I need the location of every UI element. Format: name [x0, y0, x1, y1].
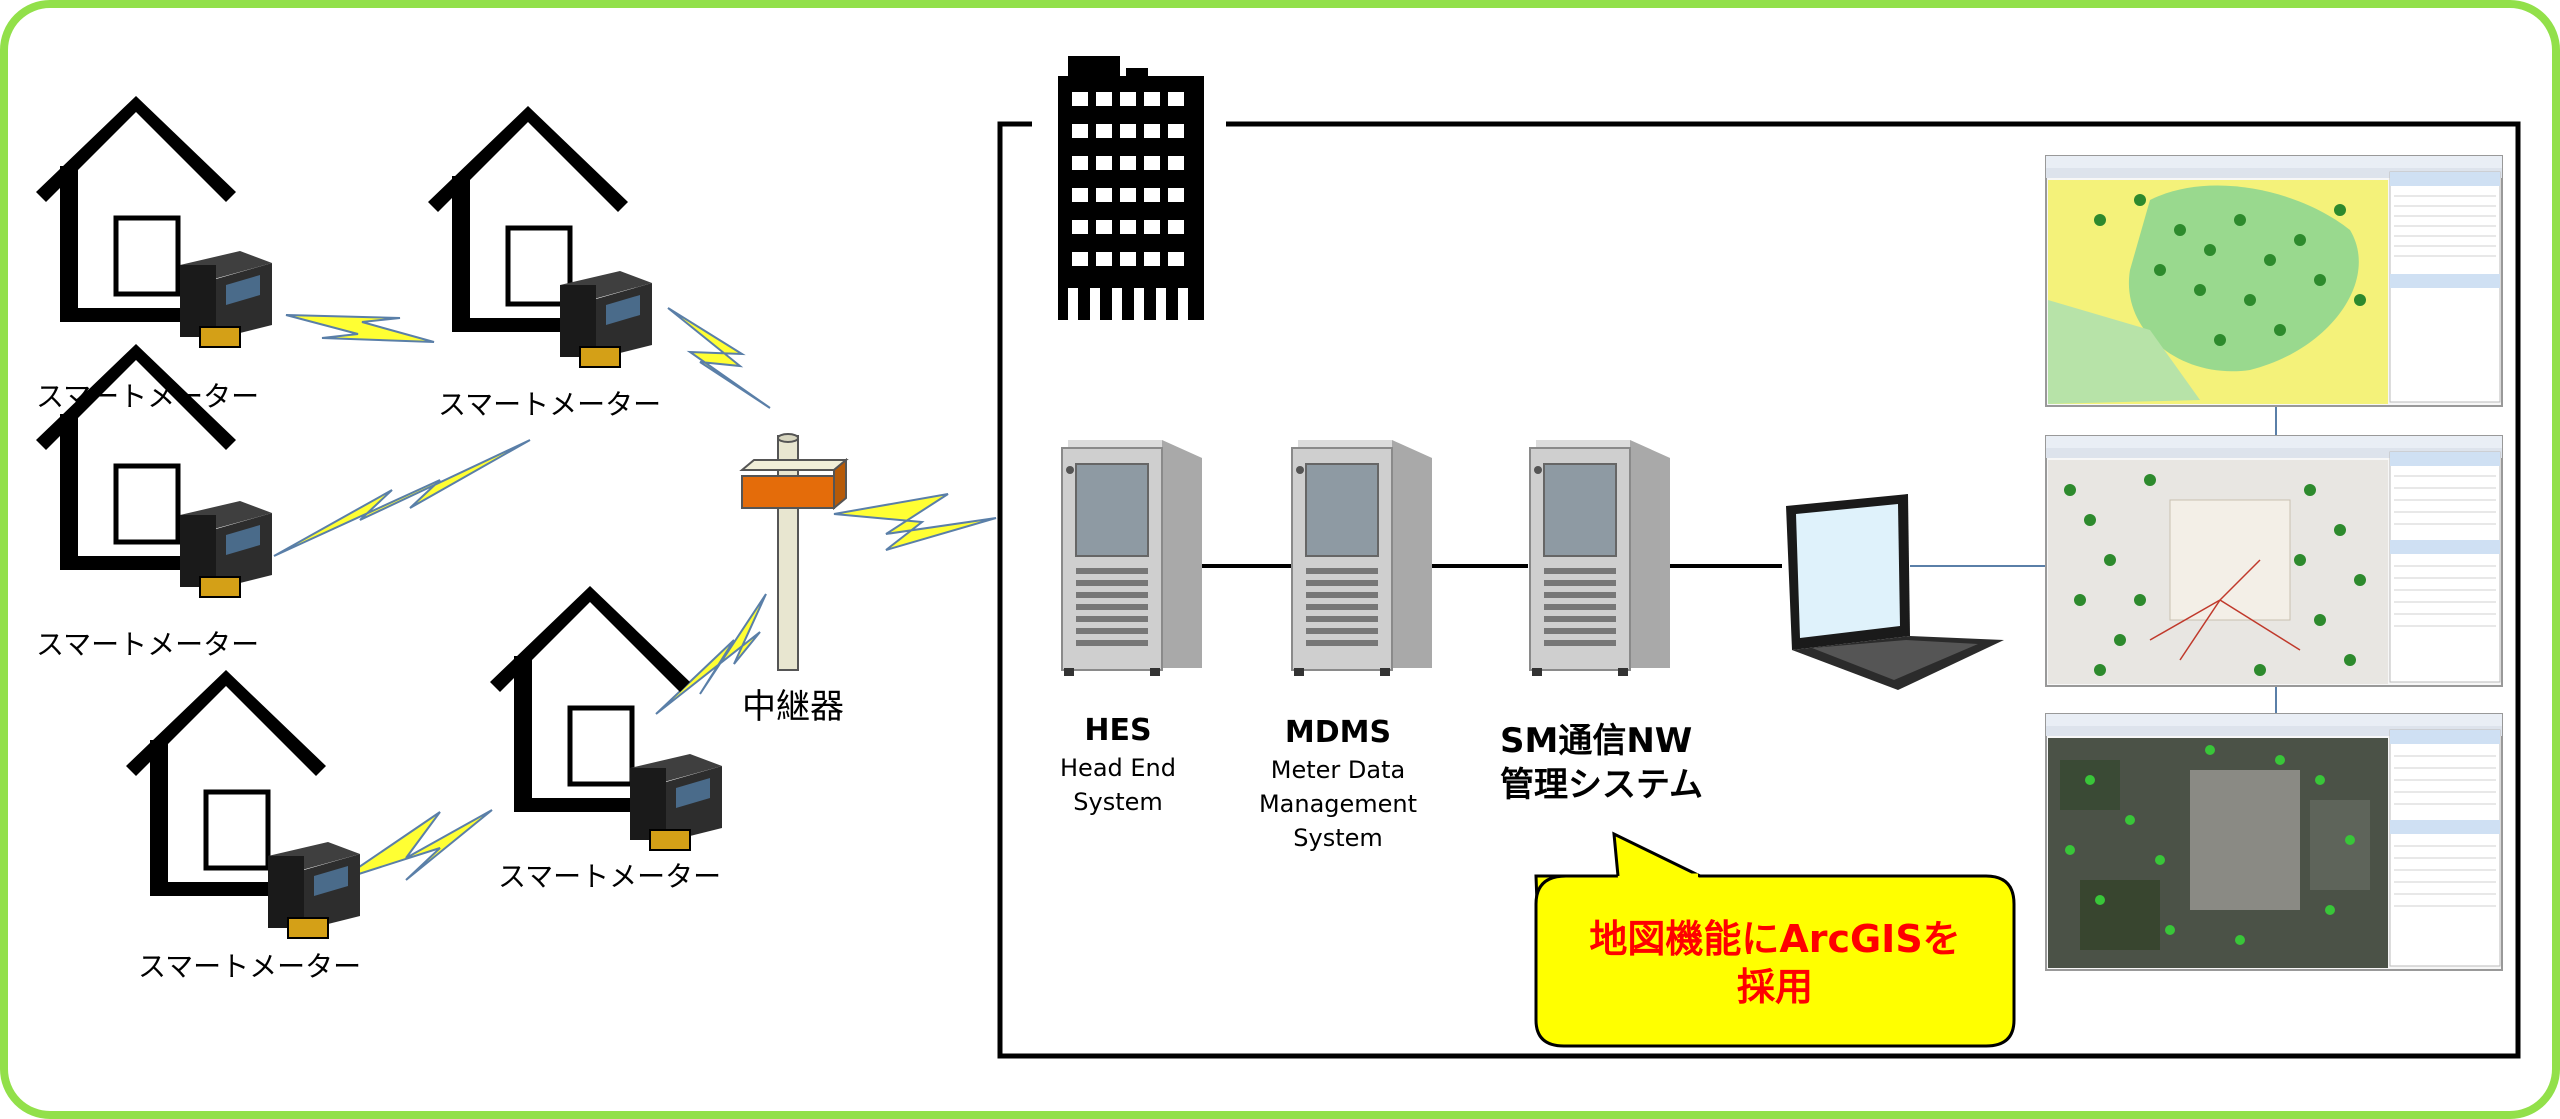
- laptop: [1786, 494, 2004, 690]
- hes-server: [1061, 439, 1203, 677]
- callout-pointer: [1612, 831, 1701, 878]
- mdms-desc-line: System: [1293, 824, 1383, 852]
- repeater-box: [741, 475, 835, 509]
- callout-text: 採用: [1737, 965, 1813, 1009]
- meter-label: スマートメーター: [438, 388, 661, 421]
- meter-label: スマートメーター: [138, 950, 361, 983]
- mdms-title: MDMS: [1285, 715, 1391, 750]
- lightning-bolt: [285, 314, 435, 343]
- office-building: [1058, 56, 1204, 320]
- mdms-server: [1291, 439, 1433, 677]
- meter-label: スマートメーター: [36, 380, 259, 413]
- callout-text: 地図機能にArcGISを: [1589, 917, 1960, 961]
- repeater-label: 中継器: [742, 687, 844, 727]
- sm-network-title: SM通信NW: [1500, 721, 1692, 761]
- datacenter-boundary: [997, 121, 2521, 1059]
- repeater-pole: [739, 433, 849, 671]
- map-screenshot-2: [2045, 435, 2503, 687]
- sm-network-title: 管理システム: [1500, 765, 1703, 805]
- lightning-bolt: [655, 593, 767, 715]
- meter-label: スマートメーター: [36, 628, 259, 661]
- mdms-desc-line: Meter Data: [1271, 756, 1405, 784]
- lightning-bolt: [833, 493, 997, 551]
- lightning-bolt: [339, 809, 493, 881]
- wireless-links: [273, 307, 997, 881]
- callout-box: [1534, 874, 2016, 1048]
- lightning-bolt: [667, 307, 771, 409]
- map-screenshot-3: [2045, 713, 2503, 971]
- lightning-bolt: [273, 439, 531, 557]
- mdms-desc-line: Management: [1259, 790, 1417, 818]
- sm-network-server: [1529, 439, 1671, 677]
- hes-title: HES: [1084, 713, 1151, 748]
- hes-desc-line: System: [1073, 788, 1163, 816]
- meter-label: スマートメーター: [498, 860, 721, 893]
- map-screenshot-1: [2045, 155, 2503, 407]
- hes-desc-line: Head End: [1060, 754, 1176, 782]
